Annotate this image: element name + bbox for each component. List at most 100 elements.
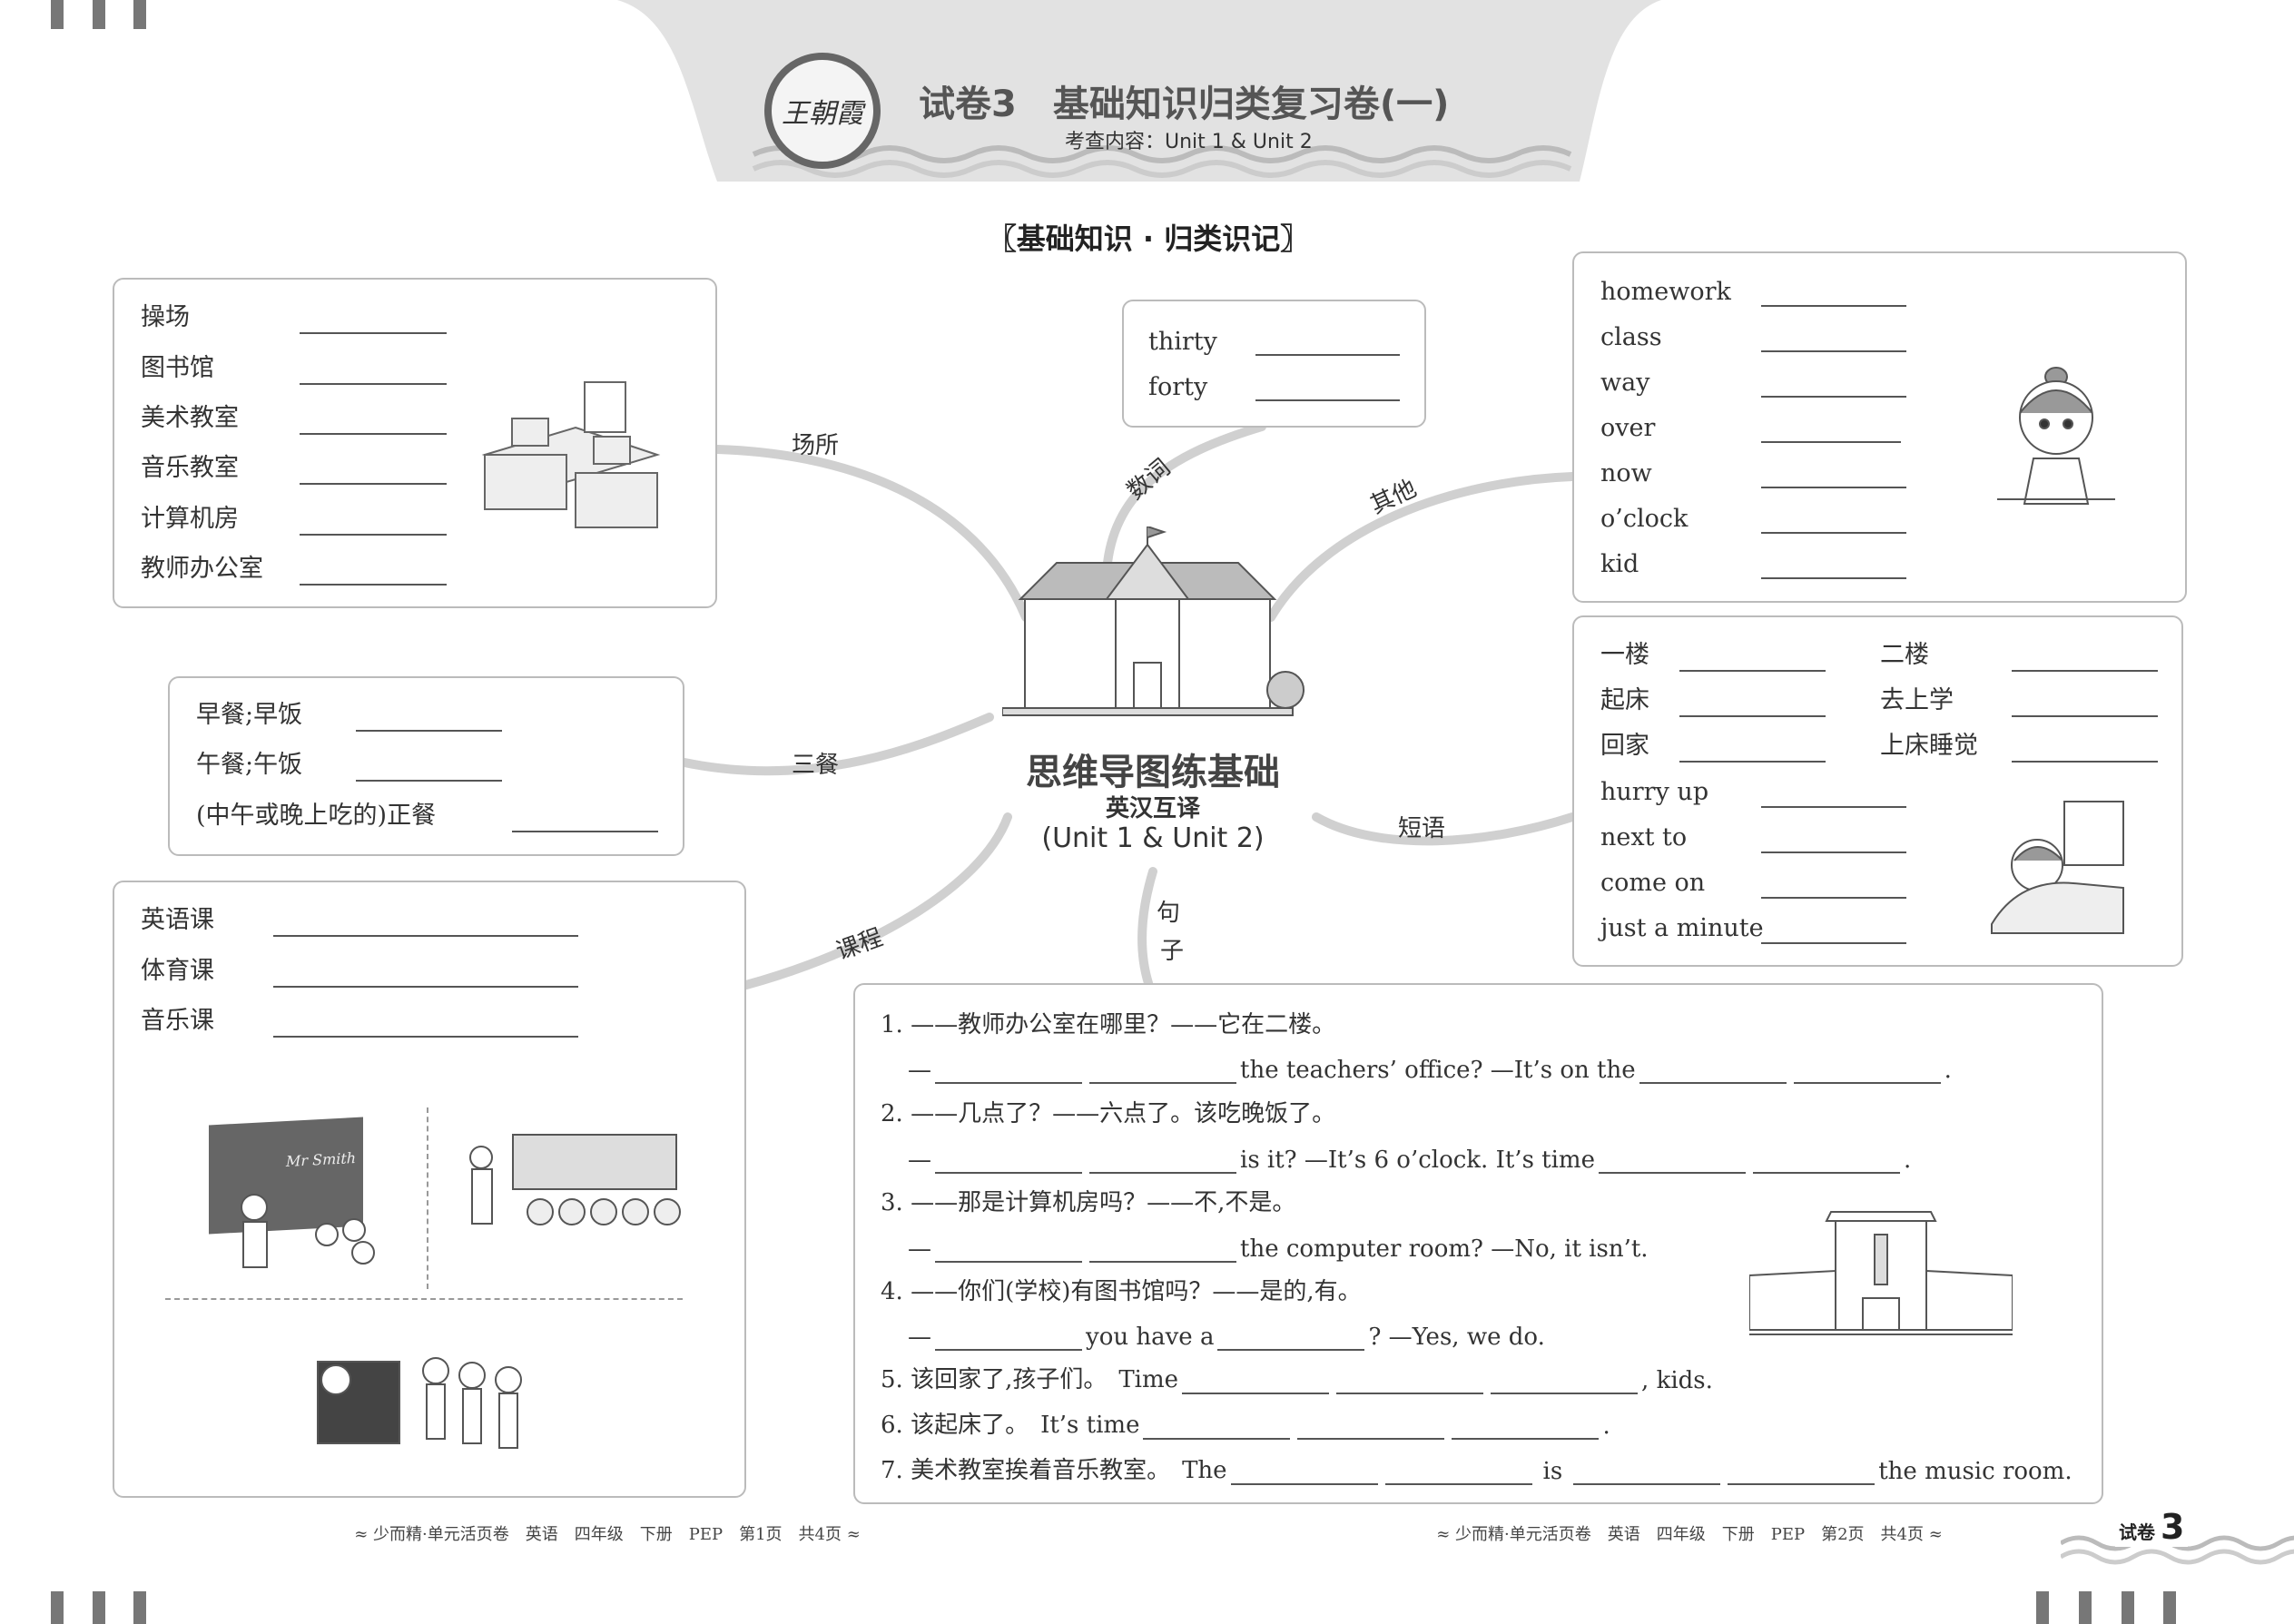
answer-blank[interactable] [1336,1369,1484,1394]
phrase-label: 上床睡觉 [1880,732,1978,760]
answer-blank[interactable] [2012,761,2158,763]
footer-left: ≈ 少而精·单元活页卷 英语 四年级 下册 PEP 第1页 共4页 ≈ [354,1525,861,1544]
answer-blank[interactable] [1573,1460,1721,1485]
answer-blank[interactable] [273,935,578,937]
phrase-label: 去上学 [1880,686,1954,714]
answer-blank[interactable] [1761,396,1906,398]
page-title: 试卷3 基础知识归类复习卷(一) [919,84,1450,125]
answer-blank[interactable] [1384,1460,1532,1485]
mindmap-units: (Unit 1 & Unit 2) [1041,822,1265,854]
answer-blank[interactable] [1752,1148,1900,1174]
places-label: 教师办公室 [141,555,263,583]
answer-blank[interactable] [1679,670,1826,672]
others-label: class [1600,323,1662,351]
answer-blank[interactable] [356,730,502,732]
answer-blank[interactable] [1217,1325,1365,1351]
brand-logo: 王朝霞 [764,53,881,169]
answer-blank[interactable] [1761,942,1906,944]
phrase-label: 回家 [1600,732,1649,760]
answer-blank[interactable] [300,383,447,385]
places-label: 美术教室 [141,404,239,432]
footer-right: ≈ 少而精·单元活页卷 英语 四年级 下册 PEP 第2页 共4页 ≈ [1436,1525,1943,1544]
answer-blank[interactable] [1761,806,1906,808]
answer-blank[interactable] [1761,851,1906,853]
answer-blank[interactable] [935,1237,1082,1263]
answer-blank[interactable] [935,1325,1082,1351]
sentence-5: 5. 该回家了,孩子们。 Time, kids. [881,1366,1713,1394]
sentences-box: 1. ——教师办公室在哪里？——它在二楼。 —the teachers’ off… [853,983,2103,1504]
answer-blank[interactable] [1761,350,1906,352]
answer-blank[interactable] [1598,1148,1746,1174]
answer-blank[interactable] [1089,1148,1236,1174]
sentence-1-answer: —the teachers’ office? —It’s on the. [908,1057,1952,1084]
answer-blank[interactable] [1761,577,1906,579]
answer-blank[interactable] [1728,1460,1876,1485]
course-label: 体育课 [141,957,214,985]
branch-label-meals: 三餐 [792,752,840,779]
answer-blank[interactable] [1761,305,1906,307]
branch-label-phrases: 短语 [1398,815,1446,842]
others-label: over [1600,414,1656,442]
music-class-illustration [317,1357,522,1449]
answer-blank[interactable] [512,831,658,832]
answer-blank[interactable] [935,1148,1082,1174]
page-subtitle: 考查内容：Unit 1 & Unit 2 [1065,131,1313,153]
sentence-2-prompt: 2. ——几点了？——六点了。该吃晚饭了。 [881,1100,1336,1127]
answer-blank[interactable] [300,332,447,334]
answer-blank[interactable] [1182,1369,1330,1394]
phrase-label: just a minute [1600,914,1764,942]
divider [165,1298,683,1300]
others-label: way [1600,369,1650,397]
answer-blank[interactable] [1452,1414,1600,1440]
answer-blank[interactable] [300,584,447,586]
answer-blank[interactable] [1491,1369,1639,1394]
answer-blank[interactable] [1761,487,1906,488]
branch-label-sentences-2: 子 [1160,938,1185,965]
answer-blank[interactable] [1761,532,1906,534]
answer-blank[interactable] [273,986,578,988]
answer-blank[interactable] [300,433,447,435]
numbers-label: thirty [1148,328,1217,356]
branch-label-places: 场所 [792,432,840,459]
section-title: 〖基础知识 · 归类识记〗 [987,221,1310,256]
footer-wave-decoration [2061,1535,2294,1565]
answer-blank[interactable] [935,1058,1082,1084]
answer-blank[interactable] [1639,1058,1787,1084]
answer-blank[interactable] [1793,1058,1941,1084]
header-banner [617,0,1661,182]
answer-blank[interactable] [300,534,447,536]
answer-blank[interactable] [273,1036,578,1038]
answer-blank[interactable] [300,483,447,485]
answer-blank[interactable] [1143,1414,1291,1440]
answer-blank[interactable] [1297,1414,1445,1440]
answer-blank[interactable] [2012,715,2158,717]
meals-box [168,676,684,856]
answer-blank[interactable] [2012,670,2158,672]
divider [427,1107,428,1289]
phrase-label: hurry up [1600,778,1709,806]
answer-blank[interactable] [1761,441,1901,443]
answer-blank[interactable] [1089,1237,1236,1263]
phrase-label: come on [1600,869,1706,897]
meals-label: 早餐;早饭 [196,701,303,729]
places-label: 计算机房 [141,505,239,533]
answer-blank[interactable] [1679,761,1826,763]
answer-blank[interactable] [1089,1058,1236,1084]
answer-blank[interactable] [1230,1460,1378,1485]
answer-blank[interactable] [1761,897,1906,899]
sleeping-boy-illustration [1991,801,2124,934]
sentence-3-prompt: 3. ——那是计算机房吗？——不,不是。 [881,1189,1296,1216]
places-label: 图书馆 [141,354,214,382]
logo-text: 王朝霞 [782,98,863,130]
answer-blank[interactable] [1255,354,1400,356]
answer-blank[interactable] [1255,399,1400,401]
sentence-2-answer: —is it? —It’s 6 o’clock. It’s time. [908,1147,1912,1174]
answer-blank[interactable] [356,780,502,782]
places-label: 音乐教室 [141,454,239,482]
library-building-illustration [1749,1211,2013,1335]
sentence-4-answer: —you have a? —Yes, we do. [908,1324,1545,1351]
answer-blank[interactable] [1679,715,1826,717]
